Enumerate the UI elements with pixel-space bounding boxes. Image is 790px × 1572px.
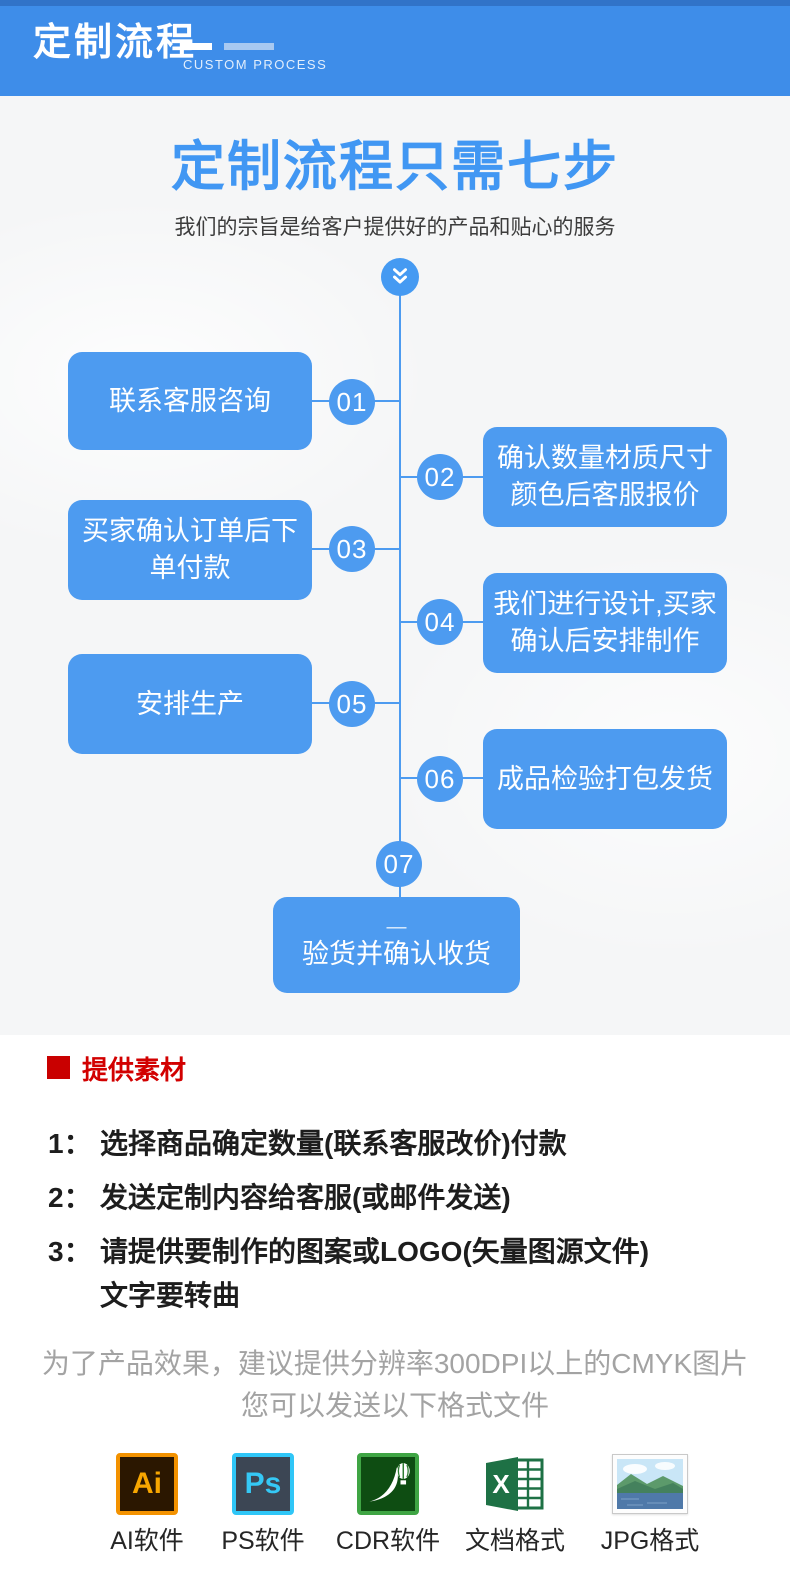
icon-wrap bbox=[323, 1452, 453, 1516]
flow-step-label: 验货并确认收货 bbox=[302, 938, 491, 969]
icon-glyph: Ps bbox=[244, 1467, 282, 1500]
flow-step-box-1: 联系客服咨询 bbox=[68, 352, 312, 450]
step-number-text: 02 bbox=[424, 461, 456, 492]
flow-step-label: 我们进行设计,买家 bbox=[493, 589, 717, 619]
icon-wrap: Ps bbox=[198, 1452, 328, 1516]
flow-step-box-3: 买家确认订单后下 单付款 bbox=[68, 500, 312, 600]
flow-step-label: 颜色后客服报价 bbox=[510, 480, 700, 510]
flow-start-node bbox=[381, 258, 419, 296]
format-ai: Ai AI软件 bbox=[82, 1452, 212, 1557]
flow-step-label: 确认后安排制作 bbox=[510, 626, 700, 656]
format-note-line1: 为了产品效果，建议提供分辨率300DPI以上的CMYK图片 bbox=[41, 1348, 749, 1379]
format-label: PS软件 bbox=[221, 1527, 305, 1555]
flow-step-number-1: 01 bbox=[329, 379, 375, 425]
format-ps: Ps PS软件 bbox=[198, 1452, 328, 1557]
icon-wrap: X bbox=[450, 1452, 580, 1516]
step-number-text: 01 bbox=[336, 386, 368, 417]
icon-glyph: X bbox=[492, 1469, 510, 1499]
banner-subtitle: CUSTOM PROCESS bbox=[183, 57, 328, 72]
page-subtitle: 我们的宗旨是给客户提供好的产品和贴心的服务 bbox=[174, 216, 616, 239]
photoshop-icon: Ps bbox=[232, 1453, 294, 1515]
flow-step-label: 买家确认订单后下 bbox=[82, 516, 298, 546]
format-jpg: JPG格式 bbox=[585, 1452, 715, 1557]
icon-wrap: Ai bbox=[82, 1452, 212, 1516]
flow-step-number-6: 06 bbox=[417, 756, 463, 802]
icon-wrap bbox=[585, 1452, 715, 1516]
materials-item-3: 3： 请提供要制作的图案或LOGO(矢量图源文件) 文字要转曲 bbox=[48, 1230, 649, 1318]
banner-dash-white bbox=[182, 43, 212, 50]
flow-step-box-5: 安排生产 bbox=[68, 654, 312, 754]
flow-step-box-7: — 验货并确认收货 bbox=[273, 897, 520, 993]
flowchart-background bbox=[0, 96, 790, 1035]
item-text-line: 请提供要制作的图案或LOGO(矢量图源文件) bbox=[100, 1236, 650, 1267]
materials-heading: 提供素材 bbox=[82, 1055, 187, 1085]
format-doc: X 文档格式 bbox=[450, 1452, 580, 1557]
coreldraw-swoosh bbox=[369, 1463, 410, 1502]
flow-step-number-5: 05 bbox=[329, 681, 375, 727]
item-number: 2： bbox=[48, 1182, 92, 1213]
flow-step-box-4: 我们进行设计,买家 确认后安排制作 bbox=[483, 573, 727, 673]
double-chevron-down-icon bbox=[393, 268, 407, 284]
item-number: 1： bbox=[48, 1128, 92, 1159]
flow-step-label: 安排生产 bbox=[136, 688, 244, 719]
flow-step-number-3: 03 bbox=[329, 526, 375, 572]
jpg-image-icon bbox=[612, 1454, 688, 1514]
format-label: JPG格式 bbox=[600, 1527, 700, 1555]
coreldraw-icon bbox=[357, 1453, 419, 1515]
step-number-text: 06 bbox=[424, 763, 456, 794]
materials-item-1: 1： 选择商品确定数量(联系客服改价)付款 bbox=[48, 1122, 567, 1166]
icon-glyph: Ai bbox=[132, 1467, 162, 1500]
step-number-text: 07 bbox=[383, 848, 415, 879]
illustrator-icon: Ai bbox=[116, 1453, 178, 1515]
materials-item-2: 2： 发送定制内容给客服(或邮件发送) bbox=[48, 1176, 511, 1220]
flow-step-label: 单付款 bbox=[149, 553, 231, 583]
item-text-line: 发送定制内容给客服(或邮件发送) bbox=[100, 1182, 511, 1213]
format-label: 文档格式 bbox=[464, 1527, 565, 1555]
format-cdr: CDR软件 bbox=[323, 1452, 453, 1557]
item-text: 发送定制内容给客服(或邮件发送) bbox=[100, 1176, 511, 1220]
item-text: 选择商品确定数量(联系客服改价)付款 bbox=[100, 1122, 567, 1166]
flow-vertical-line bbox=[399, 278, 401, 897]
landscape-photo bbox=[617, 1459, 683, 1509]
format-label: CDR软件 bbox=[335, 1527, 441, 1555]
format-label: AI软件 bbox=[110, 1527, 184, 1555]
step-number-text: 05 bbox=[336, 688, 368, 719]
item-text-line: 选择商品确定数量(联系客服改价)付款 bbox=[100, 1128, 567, 1159]
step-number-text: 04 bbox=[424, 606, 456, 637]
step-number-text: 03 bbox=[336, 533, 368, 564]
item-text: 请提供要制作的图案或LOGO(矢量图源文件) 文字要转曲 bbox=[100, 1230, 649, 1318]
banner-title: 定制流程 bbox=[33, 22, 198, 64]
flow-step-box-2: 确认数量材质尺寸 颜色后客服报价 bbox=[483, 427, 727, 527]
flow-step-number-4: 04 bbox=[417, 599, 463, 645]
item-number: 3： bbox=[48, 1236, 92, 1267]
banner-dash-light bbox=[224, 43, 274, 50]
item-text-line: 文字要转曲 bbox=[100, 1280, 241, 1311]
section-marker-square bbox=[47, 1056, 70, 1079]
flow-step-box-6: 成品检验打包发货 bbox=[483, 729, 727, 829]
flow-step-label: 联系客服咨询 bbox=[109, 385, 271, 416]
flow-step-number-7: 07 bbox=[376, 841, 422, 887]
flow-step-label: 成品检验打包发货 bbox=[497, 763, 713, 794]
flow-step-label: 确认数量材质尺寸 bbox=[497, 443, 713, 473]
step-dash: — bbox=[386, 915, 407, 938]
flow-step-number-2: 02 bbox=[417, 454, 463, 500]
page-title: 定制流程只需七步 bbox=[171, 137, 619, 197]
excel-doc-icon: X bbox=[486, 1457, 544, 1511]
header-banner: 定制流程 CUSTOM PROCESS bbox=[0, 0, 790, 96]
format-note-line2: 您可以发送以下格式文件 bbox=[240, 1390, 549, 1421]
